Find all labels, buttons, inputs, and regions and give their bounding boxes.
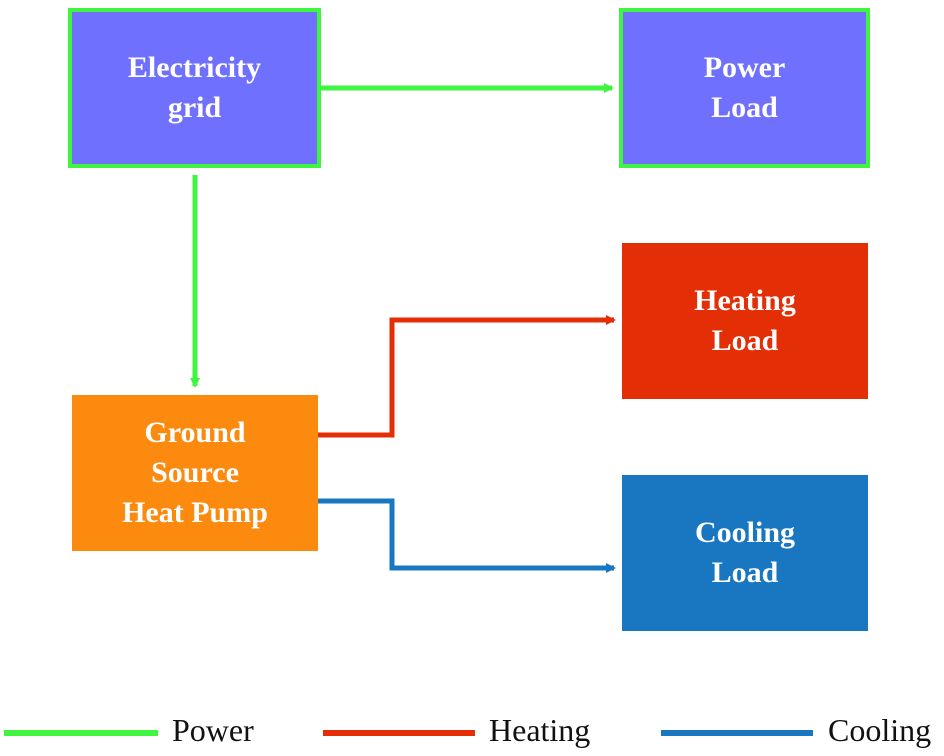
electricity-grid-node: Electricity grid [68,8,321,168]
electricity-grid-label-line1: Electricity [127,51,262,84]
gshp-label-line1: Ground [144,416,246,449]
cooling-load-label-line1: Cooling [694,516,796,549]
heating-load-label-line1: Heating [694,284,796,317]
heating-load-node: Heating Load [622,243,868,399]
cooling-load-node: Cooling Load [622,475,868,631]
cooling-arrow-gshp-to-cooling-load [318,498,616,573]
power-load-label-line2: Load [711,91,778,124]
power-load-label-line1: Power [703,51,786,84]
legend-cooling-label: Cooling [828,712,932,748]
gshp-label-line2: Source [151,456,239,489]
heating-load-label-line2: Load [711,324,779,357]
gshp-label-line3: Heat Pump [122,496,268,529]
ground-source-heat-pump-node: Ground Source Heat Pump [72,395,318,551]
cooling-load-label-line2: Load [711,556,779,589]
legend-heating-label: Heating [489,712,591,748]
legend-power-label: Power [172,712,254,748]
heating-arrow-gshp-to-heating-load [318,315,616,438]
power-load-node: Power Load [619,8,870,168]
electricity-grid-label-line2: grid [167,91,222,124]
